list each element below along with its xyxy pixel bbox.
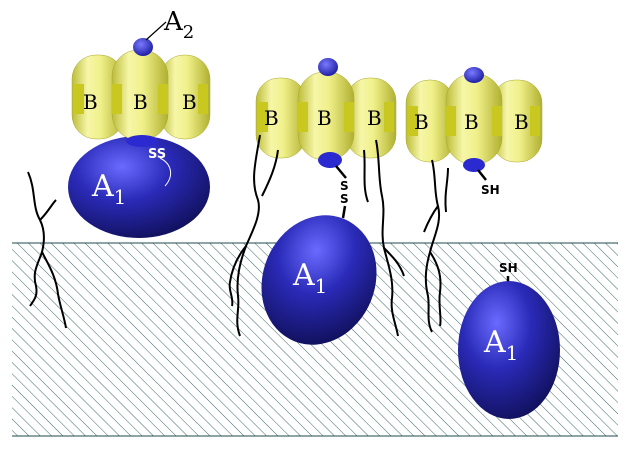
ss-label-intact: SS xyxy=(148,147,166,162)
b-label-intact-3: B xyxy=(182,90,197,114)
toxin-complex-reduced: B B B SH SH A1 xyxy=(405,67,560,419)
a1-subunit-reduced xyxy=(458,281,560,419)
b-label-reduced-1: B xyxy=(414,110,429,134)
b-pentamer-inserting: B B B xyxy=(255,71,397,161)
receptor-strands-3 xyxy=(423,159,449,333)
sh-label-upper: SH xyxy=(481,183,500,197)
a1-subunit-intact xyxy=(68,136,210,238)
a2-subunit-bottom-intact xyxy=(126,135,158,147)
b-label-inserting-3: B xyxy=(367,106,382,130)
b-pentamer-reduced: B B B xyxy=(405,73,543,165)
a2-leader-line xyxy=(145,21,167,41)
a1-subunit-inserting xyxy=(261,215,377,345)
ss-bond-line-lower-inserting xyxy=(341,205,347,219)
a2-subunit-top-inserting xyxy=(318,58,338,76)
b-pentamer-intact: B B B xyxy=(71,49,211,141)
b-label-inserting-1: B xyxy=(264,106,279,130)
receptor-strands-2 xyxy=(228,134,405,337)
b-label-intact-2: B xyxy=(133,90,148,114)
sh-label-lower: SH xyxy=(499,261,518,275)
toxin-complex-intact: A1 SS B B B A2 xyxy=(68,7,211,238)
sh-bond-line-upper xyxy=(477,169,487,181)
a2-label: A2 xyxy=(163,7,194,43)
a2-subunit-bottom-reduced xyxy=(463,158,485,172)
a2-subunit-top-reduced xyxy=(464,67,484,83)
b-label-reduced-3: B xyxy=(514,110,529,134)
toxin-complex-inserting: B B B S S A1 xyxy=(255,58,397,345)
b-label-inserting-2: B xyxy=(317,106,332,130)
a2-subunit-bottom-inserting xyxy=(318,152,342,168)
receptor-strands-1 xyxy=(27,171,67,329)
ss-bond-curve-intact xyxy=(159,157,172,187)
s-label-inserting-2: S xyxy=(340,192,349,206)
ss-bond-line-inserting xyxy=(335,165,347,179)
b-label-intact-1: B xyxy=(83,90,98,114)
b-label-reduced-2: B xyxy=(464,110,479,134)
s-label-inserting-1: S xyxy=(340,179,349,193)
a1-label-reduced: A1 xyxy=(483,325,518,365)
a2-subunit-top xyxy=(133,38,153,56)
a1-label-inserting: A1 xyxy=(292,258,327,298)
a1-label-intact: A1 xyxy=(91,169,126,209)
